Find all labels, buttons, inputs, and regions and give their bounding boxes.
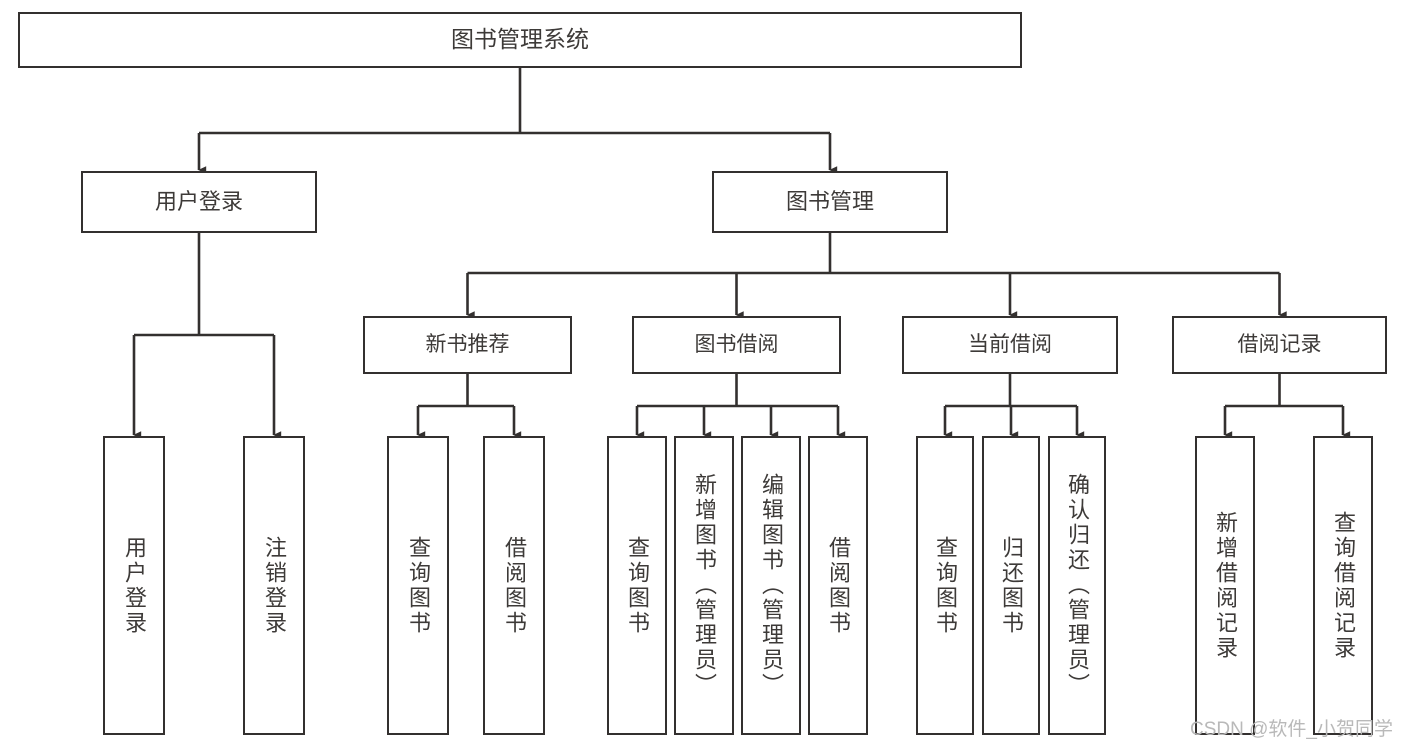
leaf-node-leaf-borrow-book-2[interactable]: 借阅图书	[808, 436, 868, 735]
leaf-node-leaf-borrow-book-2-label: 借阅图书	[826, 535, 851, 636]
leaf-node-leaf-query-record[interactable]: 查询借阅记录	[1313, 436, 1373, 735]
leaf-node-leaf-add-record-label: 新增借阅记录	[1213, 510, 1238, 661]
node-current-borrow-label: 当前借阅	[968, 333, 1052, 357]
leaf-node-leaf-user-login[interactable]: 用户登录	[103, 436, 165, 735]
node-root-图书管理系统[interactable]: 图书管理系统	[18, 12, 1022, 68]
node-current-borrow[interactable]: 当前借阅	[902, 316, 1118, 374]
leaf-node-leaf-borrow-book-1[interactable]: 借阅图书	[483, 436, 545, 735]
leaf-node-leaf-query-record-label: 查询借阅记录	[1331, 510, 1356, 661]
leaf-node-leaf-confirm-return-label: 确认归还（管理员）	[1065, 473, 1090, 698]
leaf-node-leaf-add-book[interactable]: 新增图书（管理员）	[674, 436, 734, 735]
node-book-manage[interactable]: 图书管理	[712, 171, 948, 233]
node-root-图书管理系统-label: 图书管理系统	[451, 26, 589, 53]
leaf-node-leaf-add-record[interactable]: 新增借阅记录	[1195, 436, 1255, 735]
leaf-node-leaf-query-book-1[interactable]: 查询图书	[387, 436, 449, 735]
node-book-manage-label: 图书管理	[785, 188, 874, 214]
node-book-borrow[interactable]: 图书借阅	[632, 316, 841, 374]
leaf-node-leaf-add-book-label: 新增图书（管理员）	[692, 473, 717, 698]
leaf-node-leaf-query-book-3[interactable]: 查询图书	[916, 436, 974, 735]
leaf-node-leaf-edit-book[interactable]: 编辑图书（管理员）	[741, 436, 801, 735]
leaf-node-leaf-borrow-book-1-label: 借阅图书	[502, 535, 527, 636]
leaf-node-leaf-query-book-1-label: 查询图书	[406, 535, 431, 636]
leaf-node-leaf-return-book-label: 归还图书	[999, 535, 1024, 636]
leaf-node-leaf-return-book[interactable]: 归还图书	[982, 436, 1040, 735]
node-borrow-record-label: 借阅记录	[1237, 333, 1322, 357]
leaf-node-leaf-query-book-2[interactable]: 查询图书	[607, 436, 667, 735]
leaf-node-leaf-user-logout-label: 注销登录	[262, 535, 287, 636]
leaf-node-leaf-user-login-label: 用户登录	[122, 535, 147, 636]
node-user-login-label: 用户登录	[154, 188, 243, 214]
node-new-book-rec[interactable]: 新书推荐	[363, 316, 572, 374]
leaf-node-leaf-edit-book-label: 编辑图书（管理员）	[759, 473, 784, 698]
leaf-node-leaf-confirm-return[interactable]: 确认归还（管理员）	[1048, 436, 1106, 735]
node-user-login[interactable]: 用户登录	[81, 171, 317, 233]
leaf-node-leaf-user-logout[interactable]: 注销登录	[243, 436, 305, 735]
node-borrow-record[interactable]: 借阅记录	[1172, 316, 1387, 374]
leaf-node-leaf-query-book-2-label: 查询图书	[625, 535, 650, 636]
leaf-node-leaf-query-book-3-label: 查询图书	[933, 535, 958, 636]
node-new-book-rec-label: 新书推荐	[425, 333, 510, 357]
node-book-borrow-label: 图书借阅	[694, 333, 779, 357]
